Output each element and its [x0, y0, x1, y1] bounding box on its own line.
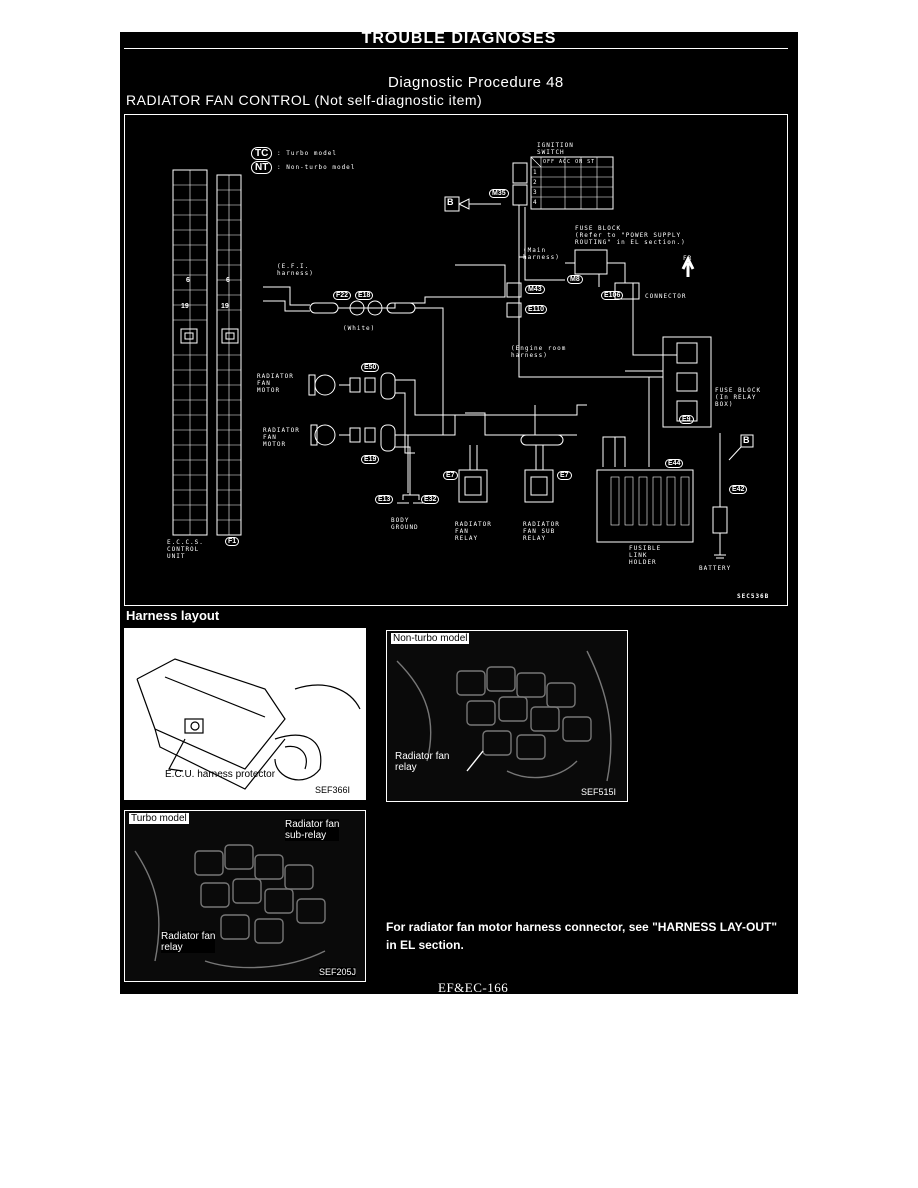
wiring-diagram-lines: [172, 156, 754, 559]
wiring-diagram-frame: TC : Turbo model NT : Non-turbo model IG…: [124, 114, 788, 606]
photo1-id: SEF366I: [315, 785, 351, 795]
radiator-fan-motor-1-label: RADIATOR FAN MOTOR: [257, 373, 294, 394]
ign-row-1: 1: [533, 169, 538, 176]
battery-label: BATTERY: [699, 565, 732, 572]
ecu-sketch: [136, 658, 361, 790]
code-e13: E13: [375, 495, 394, 504]
pin-6-b: 6: [226, 277, 230, 284]
ref-b-right: B: [743, 435, 750, 445]
page-number: EF&EC-166: [438, 980, 509, 995]
connector-label: CONNECTOR: [645, 293, 687, 300]
code-e44: E44: [665, 459, 684, 468]
fuse-block-relay-label: FUSE BLOCK (In RELAY BOX): [715, 387, 762, 408]
ign-row-3: 3: [533, 189, 538, 196]
code-e19: E19: [361, 455, 380, 464]
photo3-label-b: Radiator fan relay: [161, 931, 216, 953]
photo3-label-a: Radiator fan sub-relay: [285, 819, 340, 841]
ign-row-4: 4: [533, 199, 538, 206]
ignition-switch-label: IGNITION SWITCH: [537, 142, 574, 156]
photo-turbo: Turbo model Radiator fan sub-relay Radia…: [124, 810, 366, 982]
code-e7-a: E7: [443, 471, 458, 480]
harness-layout-heading: Harness layout: [126, 608, 220, 623]
photo2-title: Non-turbo model: [391, 633, 470, 644]
pin-19-a: 19: [181, 303, 189, 310]
photo1-caption: E.C.U. harness protector: [165, 769, 276, 780]
ign-row-2: 2: [533, 179, 538, 186]
relay-sketch-turbo: [134, 844, 326, 969]
engine-room-harness-label: (Engine room harness): [511, 345, 567, 359]
code-e7-b: E7: [557, 471, 572, 480]
legend-nt-code: NT: [251, 161, 273, 174]
procedure-heading: Diagnostic Procedure 48: [388, 74, 564, 91]
efi-harness-label: (E.F.I. harness): [277, 263, 314, 277]
pin-6-a: 6: [186, 277, 190, 284]
code-e32: E32: [421, 495, 440, 504]
code-e110: E110: [525, 305, 547, 314]
photo2-label: Radiator fan relay: [395, 751, 450, 773]
fr-label: FR: [683, 255, 693, 262]
photo-non-turbo: Non-turbo model Radiator fan relay SEF51…: [386, 630, 628, 802]
pin-19-b: 19: [221, 303, 229, 310]
harness-note: For radiator fan motor harness connector…: [386, 920, 778, 952]
page-title: TROUBLE DIAGNOSES: [361, 30, 557, 47]
fusible-link-holder-label: FUSIBLE LINK HOLDER: [629, 545, 662, 566]
radiator-fan-relay-label: RADIATOR FAN RELAY: [455, 521, 492, 542]
code-f1: F1: [225, 537, 240, 546]
code-f22: F22: [333, 291, 352, 300]
photo3-id: SEF205J: [319, 967, 357, 977]
ignition-table-header: OFF ACC ON ST: [543, 159, 596, 165]
photo2-id: SEF515I: [581, 787, 617, 797]
code-m35: M35: [489, 189, 509, 198]
relay-sketch-nt: [396, 650, 612, 782]
radiator-fan-motor-2-label: RADIATOR FAN MOTOR: [263, 427, 300, 448]
fuse-block-label: FUSE BLOCK (Refer to "POWER SUPPLY ROUTI…: [575, 225, 686, 246]
diagram-id: SEC536B: [737, 593, 770, 600]
code-e106: E106: [601, 291, 624, 300]
code-e9: E9: [679, 415, 694, 424]
legend-nt: : Non-turbo model: [277, 164, 356, 171]
photo-ecu-harness: E.C.U. harness protector SEF366I: [124, 628, 366, 800]
page-sheet: TROUBLE DIAGNOSES Diagnostic Procedure 4…: [120, 30, 798, 995]
white-label: (White): [343, 325, 376, 332]
main-harness-label: (Main harness): [523, 247, 560, 261]
photo3-title: Turbo model: [129, 813, 189, 824]
code-e18: E18: [355, 291, 374, 300]
section-subtitle: RADIATOR FAN CONTROL (Not self-diagnosti…: [126, 92, 483, 108]
code-m8: M8: [567, 275, 583, 284]
legend-tc-code: TC: [251, 147, 273, 160]
code-e50: E50: [361, 363, 380, 372]
legend-tc: : Turbo model: [277, 150, 337, 157]
title-rule: [124, 48, 788, 49]
radiator-fan-sub-relay-label: RADIATOR FAN SUB RELAY: [523, 521, 560, 542]
ref-b-left: B: [447, 197, 454, 207]
code-m43: M43: [525, 285, 545, 294]
code-e42: E42: [729, 485, 748, 494]
eccs-unit-label: E.C.C.S. CONTROL UNIT: [167, 539, 204, 560]
body-ground-label: BODY GROUND: [391, 517, 419, 531]
